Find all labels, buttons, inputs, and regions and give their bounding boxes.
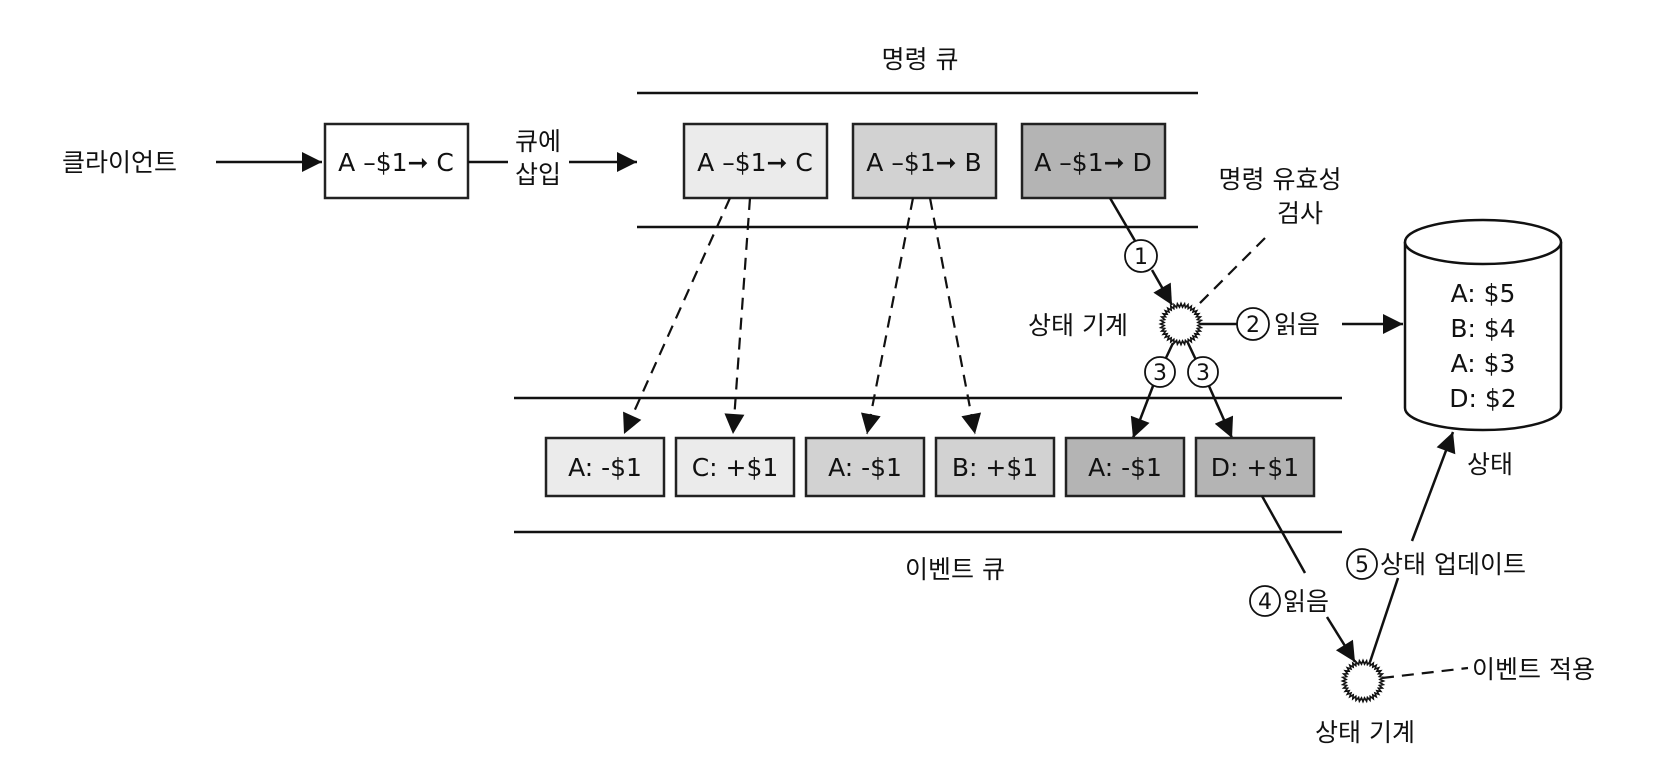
step2-number: 2 (1246, 313, 1260, 338)
step4-line (1260, 495, 1307, 574)
step3b-badge (1187, 356, 1219, 388)
event-text: A: -$1 (568, 453, 642, 482)
state-store-label: 상태 (1467, 450, 1513, 479)
command-item: A –$1➞ B (851, 122, 998, 200)
event-box (544, 436, 666, 498)
step2-label: 읽음 (1274, 310, 1320, 339)
step3b-line-top (1186, 342, 1198, 361)
event-text: D: +$1 (1211, 453, 1299, 482)
step5-line-lower (1368, 577, 1400, 663)
validation-label-line2: 검사 (1277, 199, 1323, 228)
event-apply-label: 이벤트 적용 (1472, 655, 1595, 684)
state-store: A: $5 B: $4 A: $3 D: $2 (1403, 218, 1563, 432)
state-machine-gear-shape (1158, 301, 1204, 347)
command-text: A –$1➞ B (866, 148, 981, 177)
command-box (682, 122, 829, 200)
step4-number: 4 (1258, 590, 1272, 615)
event-text: C: +$1 (692, 453, 779, 482)
step1-badge (1124, 239, 1158, 273)
step5-badge (1346, 548, 1378, 580)
state-entry: A: $3 (1451, 349, 1516, 378)
client-command-text: A –$1➞ C (338, 148, 454, 177)
step3a-line-top (1163, 342, 1175, 361)
step5-arrow (1410, 431, 1456, 542)
event-text: A: -$1 (1088, 453, 1162, 482)
command-item: A –$1➞ D (1020, 122, 1167, 200)
event-item: B: +$1 (934, 436, 1056, 498)
command-text: A –$1➞ C (697, 148, 813, 177)
command-queue-title: 명령 큐 (882, 45, 959, 74)
dashed-arrow (861, 197, 915, 435)
step1-number: 1 (1134, 245, 1148, 270)
insert-label-line1: 큐에 (515, 127, 561, 156)
event-item: A: -$1 (804, 436, 926, 498)
validation-dashed-line (1197, 237, 1266, 306)
event-box (674, 436, 796, 498)
state-store-top (1403, 218, 1563, 266)
step3b-number: 3 (1196, 361, 1210, 386)
step4-badge (1249, 585, 1281, 617)
event-item: A: -$1 (544, 436, 666, 498)
step3a-arrow (1130, 385, 1155, 439)
state-machine-bottom-icon (1340, 658, 1386, 704)
validation-label-line1: 명령 유효성 (1219, 165, 1342, 194)
state-machine-gear-shape (1340, 658, 1386, 704)
client-label: 클라이언트 (62, 148, 177, 177)
command-item: A –$1➞ C (682, 122, 829, 200)
step2-badge (1236, 307, 1270, 341)
event-item: A: -$1 (1064, 436, 1186, 498)
command-text: A –$1➞ D (1034, 148, 1152, 177)
step3a-number: 3 (1153, 361, 1167, 386)
state-store-body (1403, 242, 1563, 432)
step4-arrow (1325, 616, 1357, 663)
state-entry: D: $2 (1449, 384, 1516, 413)
step5-label: 상태 업데이트 (1380, 550, 1526, 579)
step3a-badge (1144, 356, 1176, 388)
event-apply-dashed-line (1381, 666, 1469, 680)
dashed-arrow (928, 197, 982, 435)
state-machine-bottom-label: 상태 기계 (1315, 718, 1415, 747)
event-item: D: +$1 (1194, 436, 1316, 498)
event-box (1064, 436, 1186, 498)
dashed-arrow (622, 197, 732, 435)
state-machine-top-icon (1158, 301, 1204, 347)
command-box (851, 122, 998, 200)
event-item: C: +$1 (674, 436, 796, 498)
step3b-arrow (1207, 385, 1234, 439)
command-box (1020, 122, 1167, 200)
event-box (1194, 436, 1316, 498)
event-list: A: -$1 C: +$1 A: -$1 B: +$1 A: -$1 D: +$1 (544, 436, 1316, 498)
step4-label: 읽음 (1283, 587, 1329, 616)
state-entry: B: $4 (1450, 314, 1515, 343)
state-machine-top-label: 상태 기계 (1028, 311, 1128, 340)
event-box (804, 436, 926, 498)
step5-number: 5 (1355, 553, 1369, 578)
insert-label-line2: 삽입 (515, 160, 561, 189)
event-queue-title: 이벤트 큐 (905, 555, 1005, 584)
event-text: A: -$1 (828, 453, 902, 482)
state-entry: A: $5 (1451, 279, 1516, 308)
event-box (934, 436, 1056, 498)
step1-arrow (1150, 269, 1174, 306)
event-text: B: +$1 (952, 453, 1038, 482)
